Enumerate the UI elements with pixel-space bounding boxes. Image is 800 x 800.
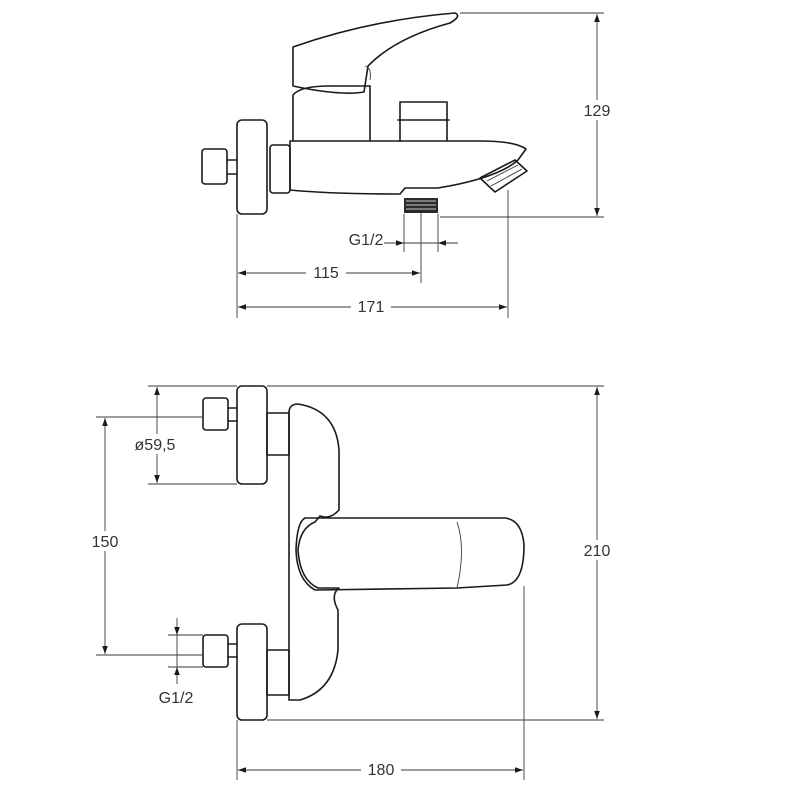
front-view: ø59,5 150 G1/2 210 180 xyxy=(86,385,616,780)
front-faucet-body xyxy=(288,403,340,701)
front-top-nut xyxy=(266,412,290,456)
side-view: 129 G1/2 115 171 xyxy=(201,12,616,318)
side-cartridge-column xyxy=(292,85,371,142)
dim-outlet-distance: 115 xyxy=(313,265,339,282)
side-aerator xyxy=(479,159,528,193)
side-thread-outlet xyxy=(404,198,438,213)
side-faucet-body xyxy=(289,140,527,195)
front-top-flange xyxy=(236,385,268,485)
dim-thread-front: G1/2 xyxy=(159,690,194,707)
dim-height-side: 129 xyxy=(584,103,611,120)
side-lever-handle xyxy=(292,12,459,94)
front-top-fitting xyxy=(202,397,229,431)
dim-flange-diameter: ø59,5 xyxy=(135,437,176,454)
side-diverter-knob xyxy=(399,101,448,142)
dim-height-front: 210 xyxy=(584,543,611,560)
front-bottom-flange xyxy=(236,623,268,721)
front-bottom-fitting xyxy=(202,634,229,668)
dim-width-front: 180 xyxy=(368,762,395,779)
dim-center-distance: 150 xyxy=(92,534,119,551)
dim-total-depth: 171 xyxy=(358,299,385,316)
dim-thread-side: G1/2 xyxy=(349,232,384,249)
front-bottom-nut xyxy=(266,649,290,696)
front-lever-handle xyxy=(295,517,525,591)
side-eccentric-fitting xyxy=(201,148,228,185)
side-wall-flange xyxy=(236,119,268,215)
side-connector-nut xyxy=(269,144,291,194)
